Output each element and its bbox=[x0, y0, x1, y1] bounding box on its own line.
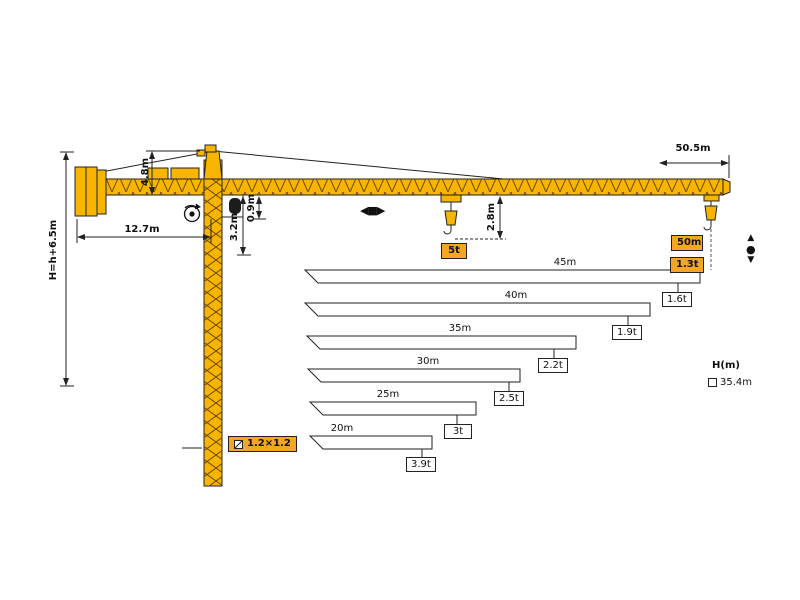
section-icon bbox=[234, 439, 243, 449]
dim-hook-drop-label: 2.8m bbox=[486, 202, 497, 232]
capacity-box: 2.2t bbox=[538, 358, 568, 373]
bar-30m bbox=[306, 368, 521, 383]
bar-length-label: 40m bbox=[504, 290, 528, 301]
slewing-icon bbox=[183, 203, 201, 223]
height-value: 35.4m bbox=[720, 377, 753, 388]
bar-20m bbox=[308, 435, 433, 450]
arrow-up-icon: ▲ bbox=[747, 233, 755, 243]
hook-travel-indicator: ▲ ● ▼ bbox=[746, 233, 756, 266]
bar-length-label: 20m bbox=[330, 423, 354, 434]
capacity-box: 1.9t bbox=[612, 325, 642, 340]
dim-trolley-clearance-label: 0.9m bbox=[246, 193, 257, 223]
dim-below-jib-label: 3.2m bbox=[229, 212, 240, 242]
bar-length-label: 25m bbox=[376, 389, 400, 400]
height-axis-label: H(m) bbox=[712, 360, 740, 371]
trolley-travel-icon: ◀■▶ bbox=[360, 204, 385, 217]
bar-45m bbox=[303, 269, 701, 284]
bar-length-label: 45m bbox=[553, 257, 577, 268]
tower-crane-shape bbox=[74, 144, 731, 487]
dim-counter-jib-label: 12.7m bbox=[124, 224, 160, 235]
capacity-box: 3t bbox=[444, 424, 472, 439]
bar-35m bbox=[305, 335, 577, 350]
tip-radius-tag: 50m bbox=[671, 235, 703, 251]
bar-40m bbox=[303, 302, 651, 317]
trolley-load-tag: 5t bbox=[441, 243, 467, 259]
dim-tower-head-label: 4.8m bbox=[140, 157, 151, 187]
capacity-box: 2.5t bbox=[494, 391, 524, 406]
load-bars bbox=[303, 269, 701, 457]
height-checkbox-icon bbox=[708, 378, 717, 387]
capacity-box: 3.9t bbox=[406, 457, 436, 472]
dimension-lines bbox=[60, 150, 730, 387]
hook-dot-icon: ● bbox=[746, 243, 756, 256]
bar-length-label: 30m bbox=[416, 356, 440, 367]
dim-height-formula-label: H=h+6.5m bbox=[48, 219, 59, 281]
dim-jib-total-label: 50.5m bbox=[675, 143, 711, 154]
height-value-row: 35.4m bbox=[708, 377, 752, 388]
arrow-down-icon: ▼ bbox=[747, 255, 755, 265]
bar-25m bbox=[308, 401, 477, 416]
mast-section-tag: 1.2×1.2 bbox=[228, 436, 297, 452]
mast-section-value: 1.2×1.2 bbox=[247, 438, 291, 449]
tip-load-tag: 1.3t bbox=[670, 257, 704, 273]
bar-length-label: 35m bbox=[448, 323, 472, 334]
capacity-box: 1.6t bbox=[662, 292, 692, 307]
